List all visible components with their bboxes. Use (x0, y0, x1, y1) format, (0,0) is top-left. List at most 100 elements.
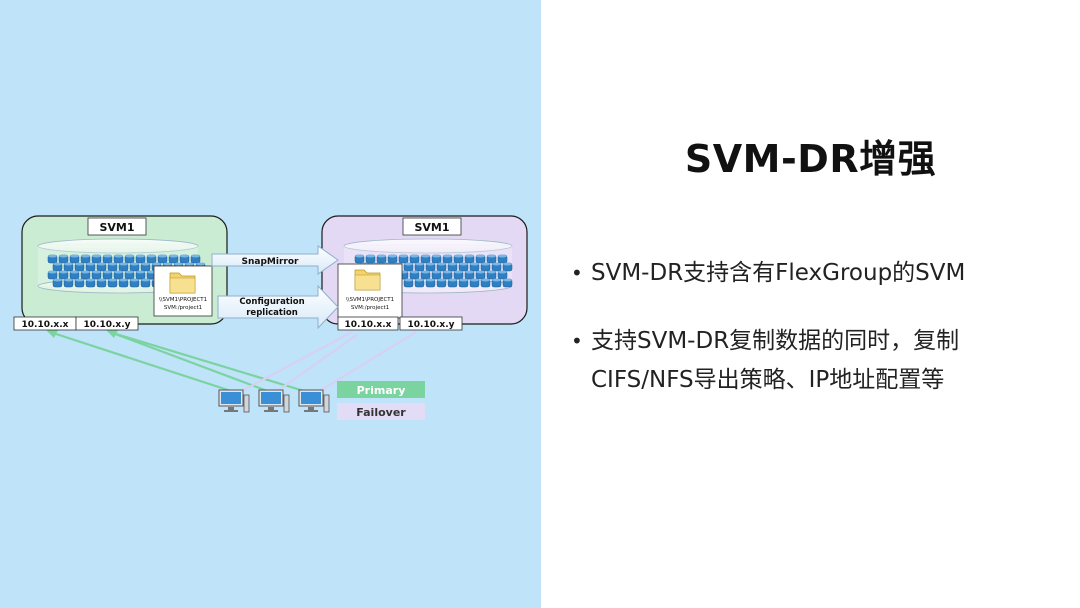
disk-top (141, 278, 150, 282)
disk-top (481, 262, 490, 266)
dest-aggregate-platter (343, 238, 513, 254)
dest-ip-x: 10.10.x.x (345, 320, 392, 330)
dest-svm-label: SVM1 (414, 221, 449, 234)
disk-top (470, 262, 479, 266)
source-svm-label: SVM1 (99, 221, 134, 234)
disk-top (174, 262, 183, 266)
disk-top (48, 270, 57, 274)
primary-connections (49, 330, 315, 396)
disk-top (498, 270, 507, 274)
dest-svm-label-box (402, 217, 462, 236)
dest-ip-x-box (337, 316, 399, 331)
disk-top (64, 262, 73, 266)
disk-top (53, 262, 62, 266)
disk-top (503, 278, 512, 282)
disk-top (136, 270, 145, 274)
disk-top (75, 278, 84, 282)
disk-top (492, 262, 501, 266)
primary-arrowheads (46, 330, 118, 338)
disk-top (421, 270, 430, 274)
disk-top (108, 278, 117, 282)
disk-top (448, 278, 457, 282)
dest-export-path: SVM:/project1 (351, 305, 389, 311)
disk-top (459, 278, 468, 282)
disk-top (64, 278, 73, 282)
dest-folder-icon (354, 269, 381, 291)
source-share-path: \\SVM1\PROJECT1 (159, 297, 207, 303)
disk-top (448, 262, 457, 266)
bullet-item: • 支持SVM-DR复制数据的同时，复制CIFS/NFS导出策略、IP地址配置等 (571, 322, 1051, 400)
disk-top (136, 254, 145, 258)
disk-top (59, 270, 68, 274)
disk-top (81, 270, 90, 274)
disk-top (114, 270, 123, 274)
disk-top (147, 254, 156, 258)
disk-top (454, 270, 463, 274)
disk-top (196, 262, 205, 266)
source-ip-x: 10.10.x.x (22, 320, 69, 330)
disk-top (487, 254, 496, 258)
bullet-dot-icon: • (571, 261, 583, 285)
source-ip-y: 10.10.x.y (84, 320, 131, 330)
disk-top (86, 278, 95, 282)
disk-top (421, 254, 430, 258)
disk-top (498, 254, 507, 258)
disk-top (103, 270, 112, 274)
bullet-dot-icon: • (571, 329, 583, 353)
config-replication-label-2: replication (246, 308, 298, 318)
legend-failover-label: Failover (356, 406, 406, 419)
disk-top (130, 262, 139, 266)
disk-top (92, 270, 101, 274)
slide-title: SVM-DR增强 (684, 137, 937, 181)
disk-top (443, 270, 452, 274)
disk-top (437, 278, 446, 282)
disk-top (415, 262, 424, 266)
source-export-path: SVM:/project1 (164, 305, 202, 311)
disk-top (119, 278, 128, 282)
disk-top (53, 278, 62, 282)
dest-disk-array (354, 254, 513, 288)
bullet-item: • SVM-DR支持含有FlexGroup的SVM (571, 254, 1051, 293)
disk-top (86, 262, 95, 266)
disk-top (454, 254, 463, 258)
disk-top (92, 254, 101, 258)
disk-top (465, 254, 474, 258)
bullet-text: 支持SVM-DR复制数据的同时，复制CIFS/NFS导出策略、IP地址配置等 (591, 328, 960, 393)
disk-top (59, 254, 68, 258)
disk-top (141, 262, 150, 266)
disk-top (426, 262, 435, 266)
disk-top (487, 270, 496, 274)
disk-top (470, 278, 479, 282)
disk-top (432, 254, 441, 258)
disk-top (125, 254, 134, 258)
dest-share-path: \\SVM1\PROJECT1 (346, 297, 394, 303)
disk-top (459, 262, 468, 266)
disk-top (377, 254, 386, 258)
disk-top (410, 270, 419, 274)
disk-top (404, 278, 413, 282)
snapmirror-label: SnapMirror (242, 257, 300, 267)
disk-top (476, 254, 485, 258)
disk-top (404, 262, 413, 266)
snapmirror-arrow (211, 245, 339, 275)
disk-top (97, 278, 106, 282)
disk-top (81, 254, 90, 258)
disk-top (476, 270, 485, 274)
dest-ip-y-box (399, 316, 463, 331)
disk-top (443, 254, 452, 258)
disk-top (388, 254, 397, 258)
config-replication-label-1: Configuration (239, 297, 304, 307)
text-panel: SVM-DR增强 • SVM-DR支持含有FlexGroup的SVM • 支持S… (541, 0, 1080, 608)
disk-top (152, 262, 161, 266)
legend-primary-swatch (337, 381, 425, 398)
config-replication-arrow (217, 284, 339, 330)
disk-top (355, 254, 364, 258)
disk-top (185, 262, 194, 266)
disk-top (415, 278, 424, 282)
disk-top (432, 270, 441, 274)
disk-top (114, 254, 123, 258)
source-svm-label-box (87, 217, 147, 236)
client-computer-icon (258, 389, 290, 413)
disk-top (125, 270, 134, 274)
disk-top (130, 278, 139, 282)
